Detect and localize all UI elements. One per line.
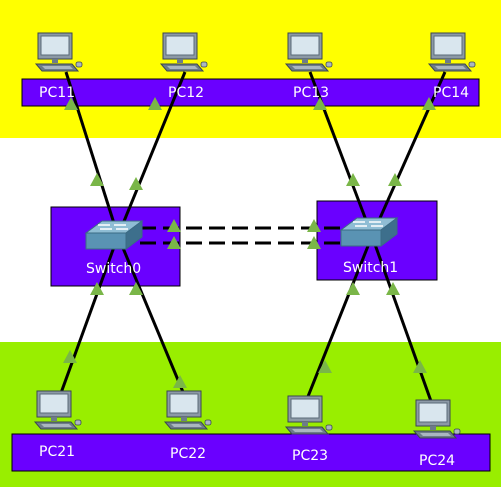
link-pc21-switch0 — [55, 235, 120, 405]
switch1-label: Switch1 — [343, 260, 398, 276]
top-pc-group-box — [21, 78, 480, 107]
pc24-label: PC24 — [419, 453, 455, 469]
bottom-pc-group-box — [11, 433, 491, 472]
pc12-label: PC12 — [168, 85, 204, 101]
pc21-label: PC21 — [39, 444, 75, 460]
pc11-label: PC11 — [39, 85, 75, 101]
link-pc14-switch1 — [370, 71, 447, 237]
switch0-label: Switch0 — [86, 261, 141, 277]
top-zone-background — [0, 0, 501, 138]
link-pc22-switch0 — [116, 235, 190, 405]
pc14-label: PC14 — [433, 85, 469, 101]
link-pc23-switch1 — [303, 235, 374, 405]
link-pc12-switch0 — [116, 71, 187, 237]
link-pc11-switch0 — [64, 71, 120, 237]
pc23-label: PC23 — [292, 448, 328, 464]
link-pc24-switch1 — [370, 235, 434, 405]
pc22-label: PC22 — [170, 446, 206, 462]
pc13-label: PC13 — [293, 85, 329, 101]
